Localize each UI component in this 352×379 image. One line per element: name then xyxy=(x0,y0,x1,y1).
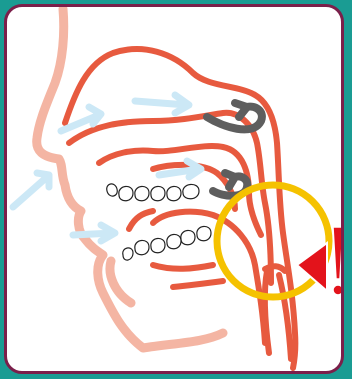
chin-contour xyxy=(110,261,131,303)
tongue-base-stroke xyxy=(173,281,223,287)
lower-teeth xyxy=(123,226,211,260)
larynx-left xyxy=(265,271,269,353)
reverse-flow-arrow-icon xyxy=(207,107,262,130)
exclamation-icon xyxy=(333,227,343,295)
diagram-card xyxy=(4,4,344,374)
mouth-floor xyxy=(153,265,213,269)
airflow-arrow-icon xyxy=(135,95,189,113)
head-cross-section-diagram xyxy=(7,7,344,374)
upper-teeth xyxy=(107,184,199,201)
lower-jaw-contour xyxy=(129,211,153,229)
epiglottis xyxy=(265,266,285,271)
airflow-arrow-icon xyxy=(13,173,49,207)
reverse-flow-arrow-icon-head xyxy=(235,103,247,117)
